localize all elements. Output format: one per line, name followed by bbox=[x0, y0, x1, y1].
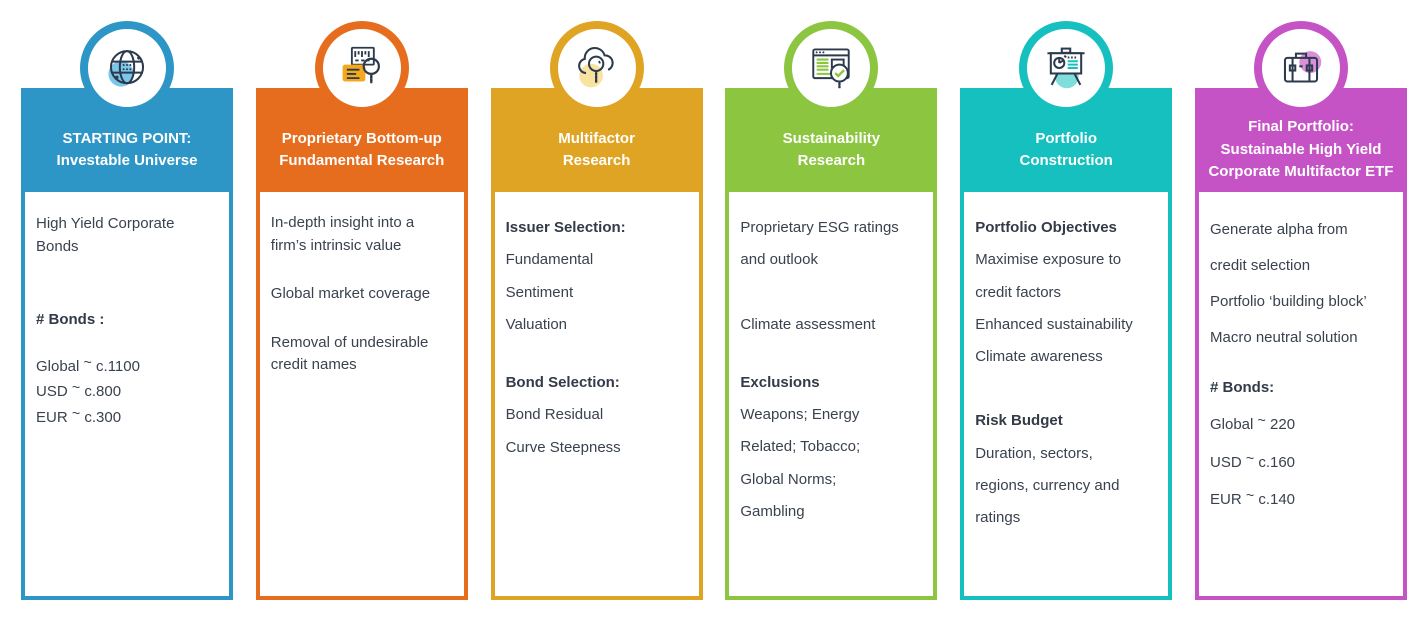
card-body: Generate alpha from credit selection Por… bbox=[1194, 192, 1407, 600]
card-final-portfolio: Final Portfolio: Sustainable High Yield … bbox=[1194, 21, 1407, 600]
body-text: Climate assessment bbox=[740, 315, 876, 333]
body-text: Bond Residual bbox=[505, 406, 604, 424]
card-sustainability-research: Sustainability Research Proprietary ESG … bbox=[725, 21, 938, 600]
stat-text: c.800 bbox=[80, 383, 122, 400]
body-text: Fundamental bbox=[505, 251, 594, 269]
issuer-selection-heading: Issuer Selection: bbox=[505, 219, 626, 236]
tilde: ~ bbox=[1245, 450, 1255, 467]
cloud-magnifier-icon bbox=[549, 21, 644, 115]
portfolio-objectives-heading: Portfolio Objectives bbox=[975, 219, 1117, 236]
body-text: High Yield Corporate Bonds bbox=[36, 215, 175, 256]
body-text: Maximise exposure to credit factors bbox=[975, 251, 1122, 301]
body-text: Climate awareness bbox=[975, 348, 1103, 365]
exclusions-list: Weapons; Energy Related; Tobacco; Global… bbox=[740, 406, 861, 520]
card-body: In-depth insight into a firm’s intrinsic… bbox=[255, 192, 468, 600]
screen-check-icon bbox=[784, 21, 879, 115]
stat-text: USD bbox=[36, 383, 72, 400]
tilde: ~ bbox=[1257, 413, 1266, 429]
stat-text: c.160 bbox=[1254, 453, 1296, 471]
body-text: Global market coverage bbox=[270, 285, 431, 302]
card-bottom-up-fundamental-research: Proprietary Bottom-up Fundamental Resear… bbox=[255, 21, 468, 600]
stat-text: USD bbox=[1209, 453, 1246, 471]
body-text: Curve Steepness bbox=[505, 438, 621, 456]
stat-text: EUR bbox=[1209, 491, 1246, 508]
briefcase-icon bbox=[1253, 21, 1348, 115]
globe-icon bbox=[80, 21, 174, 115]
card-starting-point: STARTING POINT: Investable Universe High… bbox=[21, 21, 233, 600]
tilde: ~ bbox=[83, 354, 92, 371]
body-text: Generate alpha from credit selection bbox=[1209, 221, 1348, 274]
report-magnifier-icon bbox=[314, 21, 409, 115]
body-text: In-depth insight into a firm’s intrinsic… bbox=[270, 214, 415, 254]
bonds-heading: # Bonds : bbox=[36, 310, 105, 328]
body-text: Macro neutral solution bbox=[1209, 329, 1358, 346]
bond-stats: Global ~ 220 USD ~ c.160 EUR ~ c.140 bbox=[1210, 406, 1395, 519]
process-flow: STARTING POINT: Investable Universe High… bbox=[21, 21, 1407, 600]
stat-text: 220 bbox=[1265, 416, 1296, 433]
stat-line: EUR ~ c.140 bbox=[1210, 481, 1395, 519]
card-body: Issuer Selection: Fundamental Sentiment … bbox=[490, 192, 703, 600]
card-body: Portfolio Objectives Maximise exposure t… bbox=[960, 192, 1173, 600]
stat-text: c.1100 bbox=[91, 357, 140, 375]
bond-selection-heading: Bond Selection: bbox=[505, 374, 620, 391]
body-text: Sentiment bbox=[505, 283, 574, 301]
tilde: ~ bbox=[71, 405, 81, 422]
body-text: Duration, sectors, regions, currency and… bbox=[975, 444, 1120, 527]
stat-line: Global ~ c.1100 bbox=[36, 354, 221, 380]
bonds-heading: # Bonds: bbox=[1209, 379, 1275, 396]
stat-line: USD ~ c.160 bbox=[1210, 444, 1395, 482]
tilde: ~ bbox=[1245, 488, 1255, 504]
stat-text: Global bbox=[36, 357, 84, 375]
exclusions-heading: Exclusions bbox=[740, 373, 820, 391]
card-body: High Yield Corporate Bonds # Bonds : Glo… bbox=[21, 192, 233, 600]
body-text: Proprietary ESG ratings and outlook bbox=[740, 219, 899, 269]
card-body: Proprietary ESG ratings and outlook Clim… bbox=[725, 192, 938, 600]
stat-line: Global ~ 220 bbox=[1210, 406, 1395, 444]
card-multifactor-research: Multifactor Research Issuer Selection: F… bbox=[490, 21, 703, 600]
stat-text: Global bbox=[1209, 416, 1258, 433]
presentation-chart-icon bbox=[1019, 21, 1114, 115]
body-text: Removal of undesirable credit names bbox=[270, 333, 429, 374]
bond-stats: Global ~ c.1100 USD ~ c.800 EUR ~ c.300 bbox=[36, 354, 221, 431]
body-text: Enhanced sustainability bbox=[975, 315, 1133, 333]
stat-line: EUR ~ c.300 bbox=[36, 405, 221, 431]
tilde: ~ bbox=[71, 380, 81, 396]
stat-line: USD ~ c.800 bbox=[36, 379, 221, 405]
risk-budget-heading: Risk Budget bbox=[975, 412, 1063, 430]
stat-text: EUR bbox=[36, 408, 72, 426]
stat-text: c.140 bbox=[1254, 491, 1296, 508]
body-text: Valuation bbox=[505, 315, 568, 333]
card-title: STARTING POINT: Investable Universe bbox=[21, 88, 233, 192]
card-portfolio-construction: Portfolio Construction Portfolio Objecti… bbox=[960, 21, 1173, 600]
body-text: Portfolio ‘building block’ bbox=[1209, 293, 1367, 310]
stat-text: c.300 bbox=[80, 408, 122, 426]
